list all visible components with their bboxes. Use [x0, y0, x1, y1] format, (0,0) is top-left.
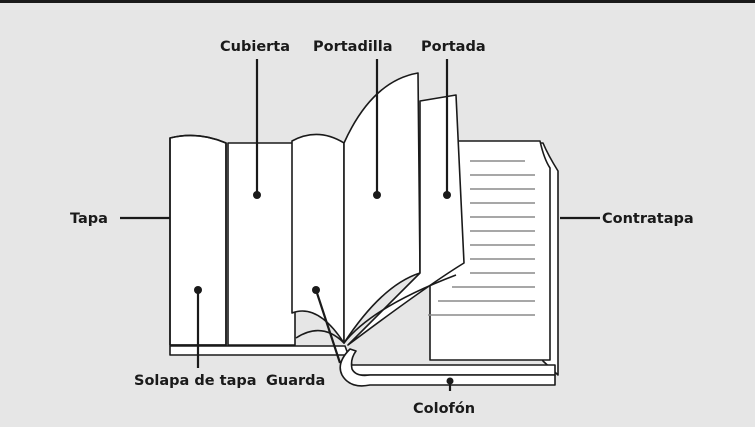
dot-solapa: [194, 286, 202, 294]
label-contratapa: Contratapa: [602, 211, 694, 227]
dot-portadilla: [373, 191, 381, 199]
label-portada: Portada: [421, 39, 486, 55]
cover-flap: [169, 134, 227, 346]
label-colofon: Colofón: [413, 401, 475, 417]
dot-colofon: [446, 377, 454, 385]
title-page: [347, 94, 465, 346]
dot-portada: [443, 191, 451, 199]
colophon-page: [339, 348, 556, 387]
label-cubierta: Cubierta: [220, 39, 290, 55]
book-parts-diagram: Cubierta Portadilla Portada Tapa Contrat…: [70, 39, 694, 417]
spine-curve: [295, 274, 457, 344]
cover-inner-page: [227, 142, 296, 346]
label-portadilla: Portadilla: [313, 39, 393, 55]
dot-guarda: [312, 286, 320, 294]
label-tapa: Tapa: [70, 211, 108, 227]
text-lines: [428, 160, 535, 316]
label-solapa: Solapa de tapa: [134, 373, 257, 389]
label-guarda: Guarda: [266, 373, 325, 389]
callout-guarda: [314, 289, 342, 364]
half-title-page: [343, 72, 421, 344]
dot-cubierta: [253, 191, 261, 199]
guard-page: [291, 133, 345, 344]
